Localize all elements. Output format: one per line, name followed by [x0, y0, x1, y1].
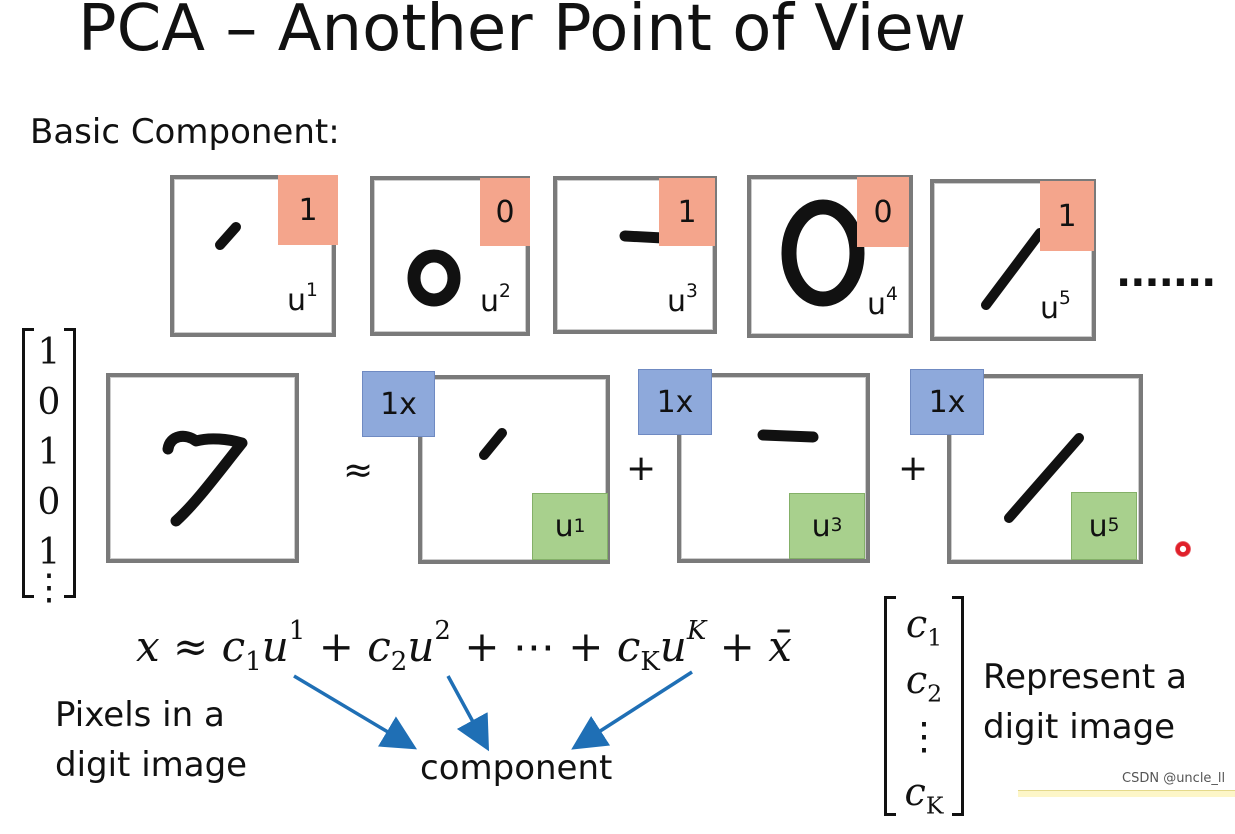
pixels-label: Pixels in a digit image	[55, 690, 295, 790]
coef-entry: c2	[906, 652, 942, 708]
coef-entry: c1	[906, 596, 942, 652]
coef-entry: cK	[905, 764, 944, 820]
component-label: component	[420, 748, 612, 788]
left-bracket	[884, 596, 896, 816]
watermark: CSDN @uncle_ll	[1122, 771, 1225, 786]
coefficient-vector: c1 c2 ⋮ cK	[884, 596, 964, 806]
right-bracket	[952, 596, 964, 816]
arrow-icon	[448, 676, 484, 742]
arrow-icon	[580, 672, 692, 744]
represent-label: Represent a digit image	[983, 652, 1233, 752]
coef-entry: ⋮	[905, 708, 943, 764]
arrow-icon	[294, 676, 408, 744]
